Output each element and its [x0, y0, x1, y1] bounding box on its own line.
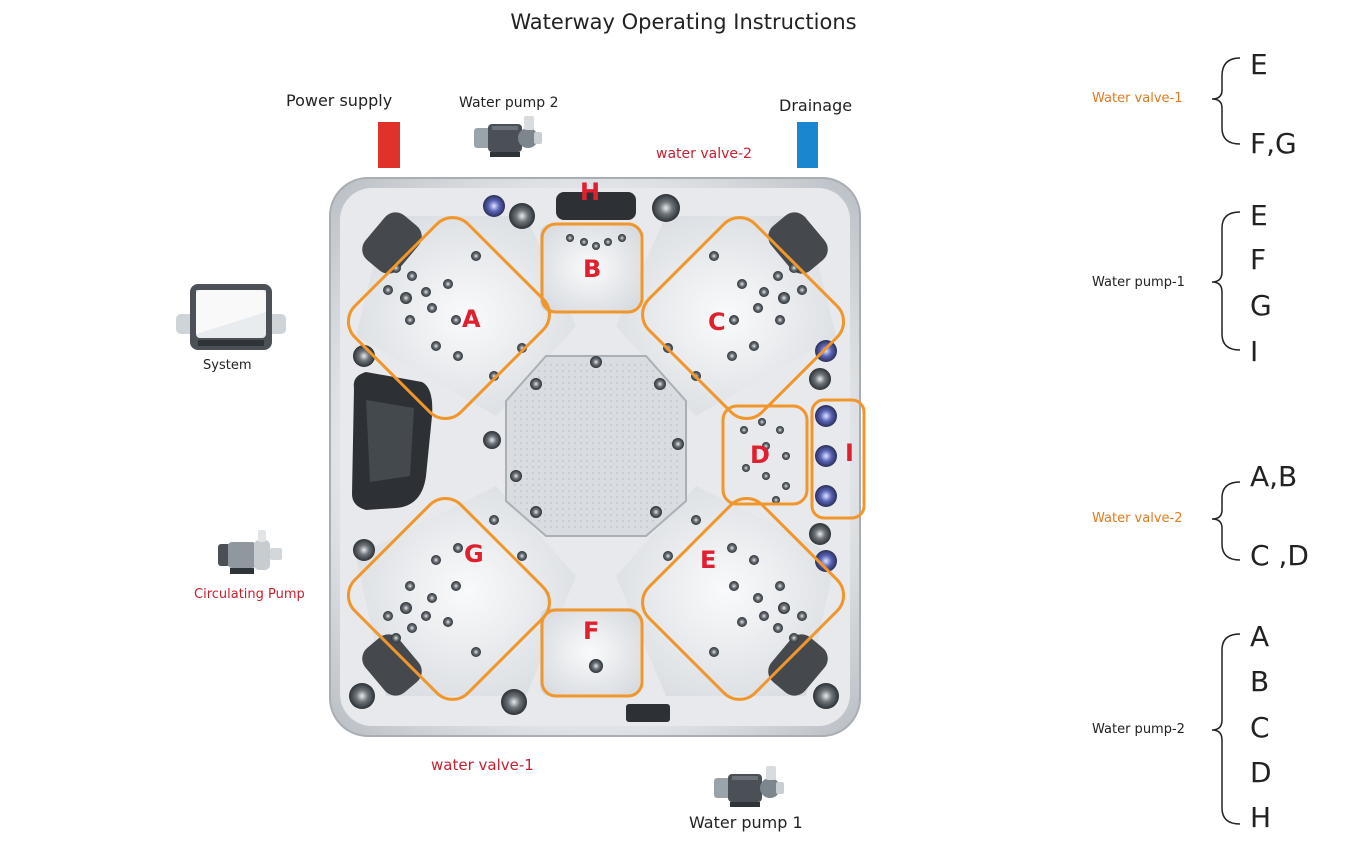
legend-brackets [1211, 57, 1241, 825]
legend-name-water-valve-1: Water valve-1 [1092, 91, 1183, 106]
zone-label-g: G [464, 540, 484, 568]
legend-item: G [1250, 289, 1272, 322]
zone-d-outline [721, 404, 809, 506]
spa-tub-diagram [329, 177, 866, 737]
water-valve-1-bottom-label: water valve-1 [431, 756, 534, 774]
zone-i-outline [810, 398, 866, 520]
water-pump-2-label: Water pump 2 [459, 95, 559, 111]
legend-item: F,G [1250, 127, 1297, 160]
legend-item: E [1250, 48, 1268, 81]
legend-name-water-pump-2: Water pump-2 [1092, 722, 1185, 737]
legend-item: B [1250, 665, 1270, 698]
legend-item: A [1250, 620, 1270, 653]
zone-label-e: E [700, 546, 717, 574]
zone-label-a: A [462, 305, 481, 333]
legend-item: A,B [1250, 460, 1298, 493]
legend-item: F [1250, 243, 1267, 276]
system-controller-icon [176, 284, 286, 350]
zone-e-outline [641, 496, 846, 701]
zone-label-b: B [583, 255, 602, 283]
circulating-pump-icon [218, 530, 282, 574]
legend-item: C ,D [1250, 539, 1309, 572]
zone-a-outline [346, 216, 551, 421]
zone-label-f: F [583, 617, 600, 645]
legend-name-water-pump-1: Water pump-1 [1092, 275, 1185, 290]
power-supply-indicator [378, 122, 400, 168]
legend-item: C [1250, 711, 1270, 744]
water-pump-1-icon [714, 766, 784, 807]
circulating-pump-label: Circulating Pump [194, 587, 305, 602]
legend-item: D [1250, 756, 1272, 789]
drainage-label: Drainage [779, 96, 853, 115]
zone-f-outline [540, 608, 644, 698]
zone-label-i: I [845, 439, 854, 467]
zone-label-c: C [708, 308, 726, 336]
power-supply-label: Power supply [286, 91, 393, 110]
system-label: System [203, 358, 252, 373]
zone-b-outline [540, 222, 644, 314]
zone-label-h: H [580, 178, 601, 206]
legend-name-water-valve-2: Water valve-2 [1092, 511, 1183, 526]
zone-g-outline [346, 496, 551, 701]
legend-item: E [1250, 199, 1268, 232]
water-pump-2-icon [474, 116, 542, 157]
zone-c-outline [641, 216, 846, 421]
zone-label-d: D [750, 441, 770, 469]
legend-item: I [1250, 335, 1259, 368]
legend-item: H [1250, 801, 1272, 834]
drainage-indicator [797, 122, 818, 168]
page-title: Waterway Operating Instructions [510, 10, 857, 34]
water-valve-2-top-label: water valve-2 [656, 146, 752, 162]
water-pump-1-label: Water pump 1 [689, 813, 803, 832]
